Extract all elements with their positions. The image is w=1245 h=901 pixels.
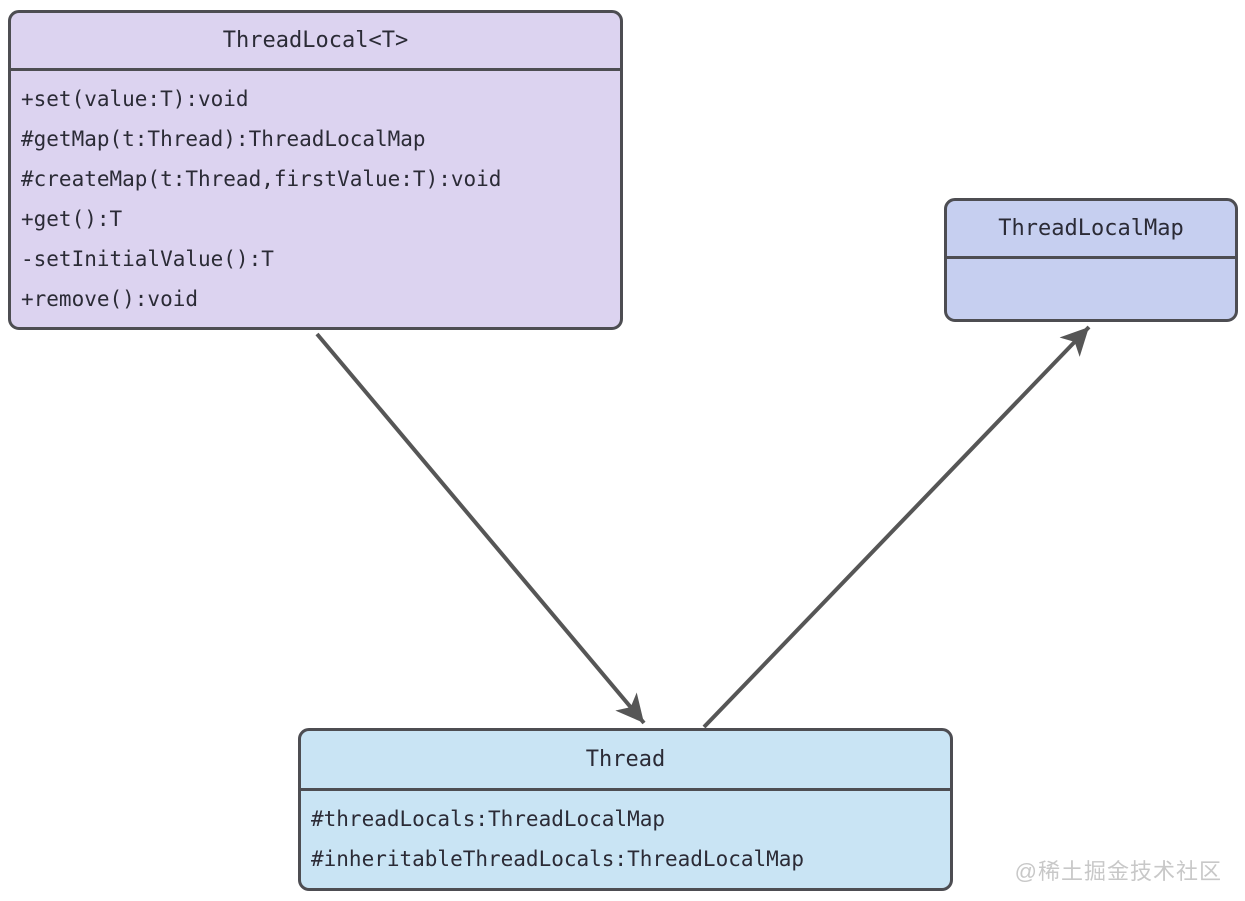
class-member: +set(value:T):void — [21, 87, 249, 111]
class-box-thread: Thread #threadLocals:ThreadLocalMap #inh… — [298, 728, 953, 891]
class-member: -setInitialValue():T — [21, 247, 274, 271]
class-members-threadlocalmap-empty — [947, 259, 1235, 319]
class-member: #inheritableThreadLocals:ThreadLocalMap — [311, 847, 805, 871]
class-box-threadlocalmap: ThreadLocalMap — [944, 198, 1238, 322]
class-member: #threadLocals:ThreadLocalMap — [311, 807, 666, 831]
class-title-thread: Thread — [301, 731, 950, 791]
class-member: +remove():void — [21, 287, 199, 311]
class-box-threadlocal: ThreadLocal<T> +set(value:T):void #getMa… — [8, 10, 623, 330]
class-members-thread: #threadLocals:ThreadLocalMap #inheritabl… — [301, 791, 950, 879]
class-title-threadlocal: ThreadLocal<T> — [11, 13, 620, 71]
class-member: +get():T — [21, 207, 123, 231]
class-member: #createMap(t:Thread,firstValue:T):void — [21, 167, 502, 191]
class-members-threadlocal: +set(value:T):void #getMap(t:Thread):Thr… — [11, 71, 620, 319]
class-member: #getMap(t:Thread):ThreadLocalMap — [21, 127, 426, 151]
arrow-threadlocal-to-thread — [315, 332, 646, 725]
watermark-text: @稀土掘金技术社区 — [1014, 859, 1222, 884]
class-title-threadlocalmap: ThreadLocalMap — [947, 201, 1235, 259]
arrow-thread-to-threadlocalmap — [702, 325, 1091, 729]
